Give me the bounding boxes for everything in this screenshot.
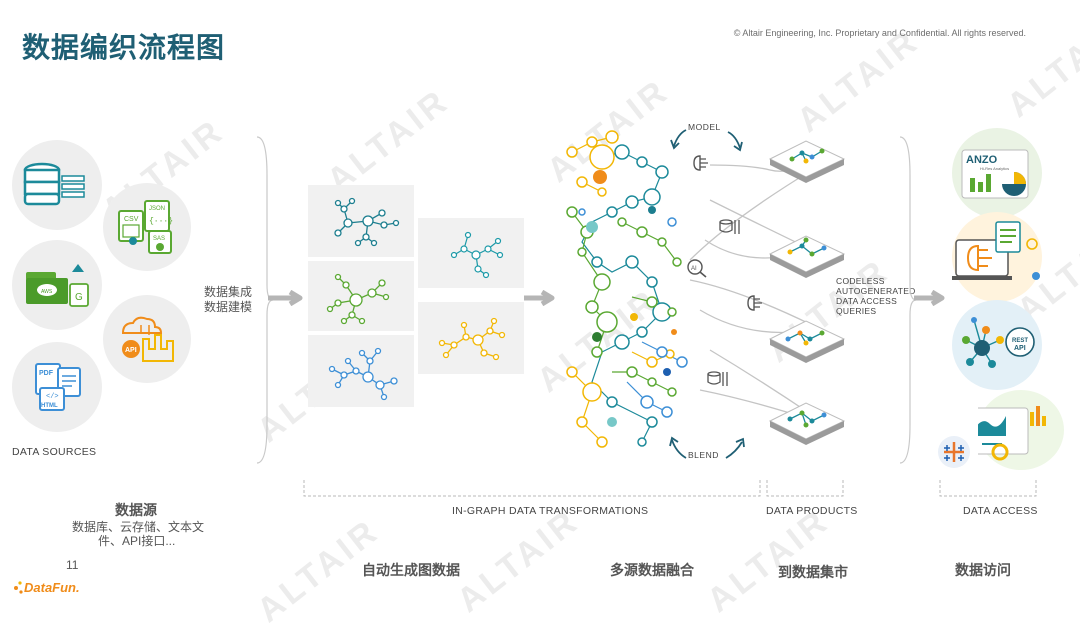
graph-panel-blue <box>308 335 414 407</box>
section-brackets <box>303 480 1037 497</box>
svg-text:G: G <box>75 292 83 303</box>
logo-text: DataFun. <box>24 580 80 595</box>
label-auto-graph: 自动生成图数据 <box>362 562 460 578</box>
integration-label-line2: 数据建模 <box>204 300 253 314</box>
anzo-logo-text: ANZO <box>966 154 998 166</box>
svg-text:AWS: AWS <box>41 289 53 295</box>
ai-brain-icon <box>693 155 708 171</box>
blend-label: BLEND <box>688 450 719 460</box>
bi-tools-icon <box>957 390 1064 470</box>
model-curve-arrow-icon <box>670 129 743 152</box>
section-data-access: DATA ACCESS <box>963 505 1038 517</box>
blend-curve-arrow-icon <box>669 436 745 459</box>
rest-api-network-icon: REST API <box>952 300 1042 390</box>
pdf-html-documents-icon: PDF </> HTML <box>12 342 102 432</box>
codeless-line: AUTOGENERATED <box>836 286 916 296</box>
arrow-icon <box>524 290 555 306</box>
label-data-access: 数据访问 <box>955 562 1011 578</box>
sas-label: SAS <box>153 236 165 242</box>
data-sources-desc-line2: 件、API接口... <box>98 534 176 548</box>
cloud-storage-folder-icon: AWS G <box>12 240 102 330</box>
arrow-icon <box>268 290 303 306</box>
api-icon: API <box>103 295 191 383</box>
watermark: ALTAIR <box>320 81 457 200</box>
page-title: 数据编织流程图 <box>22 32 226 63</box>
codeless-line: CODELESS <box>836 276 885 286</box>
codeless-line: DATA ACCESS <box>836 296 898 306</box>
model-label: MODEL <box>688 122 721 132</box>
merged-knowledge-graph <box>566 130 688 448</box>
anzo-analytics-icon: ANZO Hi-Res Analytics <box>952 128 1042 218</box>
database-filter-icon <box>719 219 740 234</box>
svg-text:AI: AI <box>691 266 697 272</box>
api-label: API <box>125 347 137 354</box>
rest-label: REST <box>1012 338 1028 344</box>
label-multi-source-fusion: 多源数据融合 <box>610 562 694 578</box>
section-transformations: IN-GRAPH DATA TRANSFORMATIONS <box>452 505 649 517</box>
copyright-notice: © Altair Engineering, Inc. Proprietary a… <box>733 28 1026 38</box>
svg-text:</>: </> <box>46 393 59 401</box>
graph-panels-networks <box>326 197 506 401</box>
label-data-mart: 到数据集市 <box>778 564 848 580</box>
database-icon <box>12 140 102 230</box>
anzo-subtitle: Hi-Res Analytics <box>980 166 1009 171</box>
arrow-icon <box>914 290 945 306</box>
html-label: HTML <box>41 403 58 409</box>
data-sources-desc-line1: 数据库、云存储、文本文 <box>72 520 205 534</box>
watermark: ALTAIR <box>1000 6 1080 125</box>
tableau-icon <box>938 436 970 468</box>
ai-dashboard-icon <box>952 212 1042 302</box>
csv-json-sas-files-icon: CSV JSON {···} SAS <box>103 183 191 271</box>
ai-brain-icon <box>747 295 762 311</box>
json-label: JSON <box>149 206 165 212</box>
api-label: API <box>1014 345 1026 352</box>
pdf-label: PDF <box>39 370 54 377</box>
csv-label: CSV <box>124 216 139 223</box>
data-product-tiles <box>768 140 846 445</box>
data-sources-heading: 数据源 <box>115 502 157 518</box>
ai-search-icon: AI <box>687 259 707 278</box>
page-number: 11 <box>66 558 79 572</box>
integration-label-line1: 数据集成 <box>204 285 253 299</box>
datafun-logo: DataFun. <box>10 576 90 603</box>
data-sources-caption: DATA SOURCES <box>12 446 97 458</box>
watermark: ALTAIR <box>790 21 927 140</box>
svg-text:{···}: {···} <box>149 217 173 226</box>
codeless-queries-text: CODELESS AUTOGENERATED DATA ACCESS QUERI… <box>836 276 916 316</box>
section-data-products: DATA PRODUCTS <box>766 505 858 517</box>
watermark: ALTAIR <box>450 501 587 620</box>
codeless-line: QUERIES <box>836 306 877 316</box>
database-filter-icon <box>707 371 728 386</box>
